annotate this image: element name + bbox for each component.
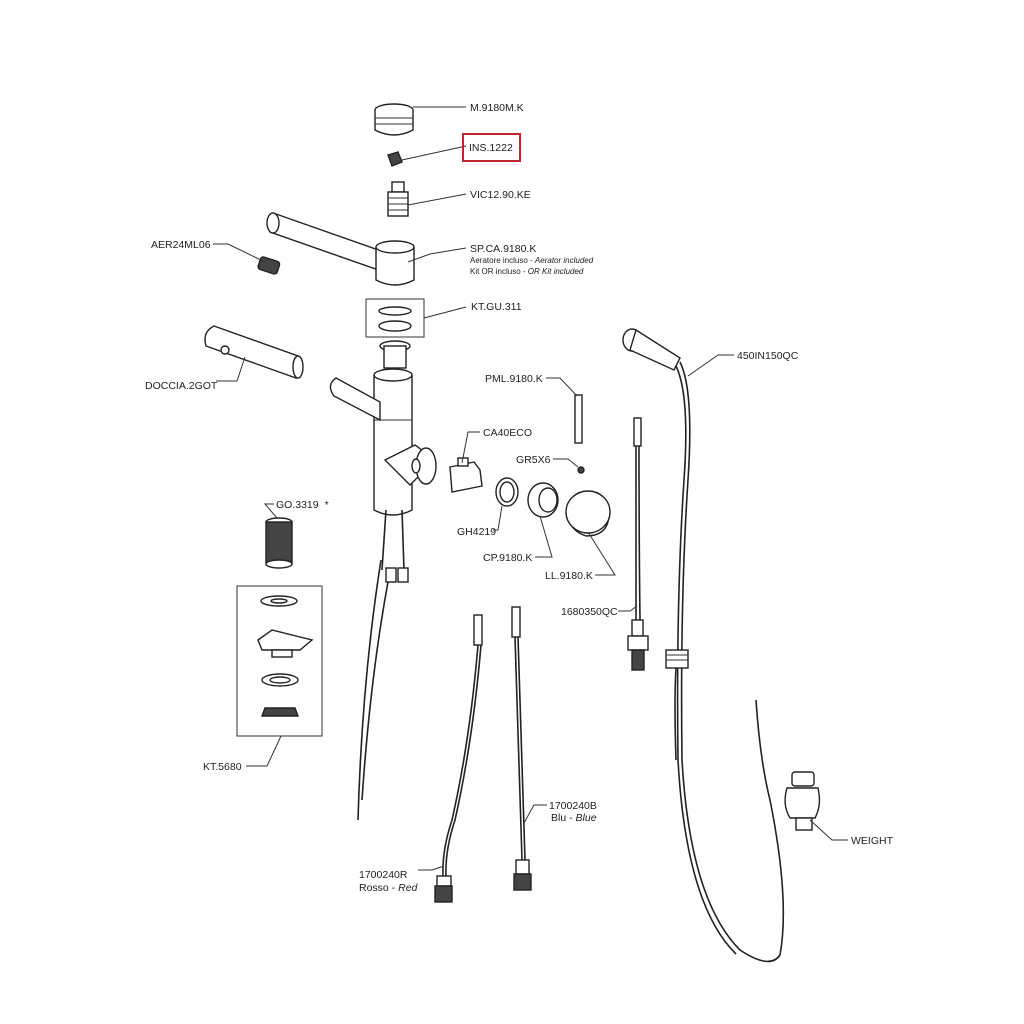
label-1700240b: 1700240B [549,800,597,812]
label-m9180mk: M.9180M.K [470,102,524,114]
part-go3319-drawing [265,517,293,569]
label-1680350qc: 1680350QC [561,606,618,618]
label-aer24ml06: AER24ML06 [151,239,211,251]
label-ktgu311: KT.GU.311 [471,301,522,313]
highlight-box [462,133,521,162]
part-ins1222-drawing [387,151,403,167]
part-ll9180k-drawing [565,490,611,537]
part-doccia2got-drawing [204,325,304,379]
part-pml9180k-drawing [574,394,583,444]
label-1700240r: 1700240R [359,869,408,881]
part-1700240b-drawing [511,606,532,891]
part-450in150qc-drawing [622,328,785,963]
part-kt5680-drawing [257,595,314,717]
part-gr5x6-drawing [577,466,585,474]
part-1700240r-drawing [434,614,483,903]
part-gh4219-drawing [495,477,519,507]
label-1700240b-sub: Blu - Blue [551,812,597,824]
label-spca9180k-note2: Kit OR incluso - OR Kit included [470,267,584,276]
label-spca9180k-note1: Aeratore incluso - Aerator included [470,256,594,265]
part-spca9180k-drawing [266,212,415,286]
label-ll9180k: LL.9180.K [545,570,593,582]
label-go3319: GO.3319* [276,499,329,511]
part-aer24ml06-drawing [257,256,281,275]
part-m9180mk-drawing [374,103,414,136]
label-450in150qc: 450IN150QC [737,350,799,362]
part-ca40eco-drawing [449,457,483,493]
label-gr5x6: GR5X6 [516,454,551,466]
part-1680350qc-drawing [627,417,649,671]
label-gh4219: GH4219 [457,526,496,538]
label-spca9180k: SP.CA.9180.K [470,243,536,255]
label-weight: WEIGHT [851,835,894,847]
part-body-drawing [329,340,437,821]
kit-box-kt5680 [236,585,323,737]
label-ca40eco: CA40ECO [483,427,532,439]
label-pml9180k: PML.9180.K [485,373,543,385]
label-kt5680: KT.5680 [203,761,242,773]
label-1700240r-sub: Rosso - Red [359,882,419,894]
part-cp9180k-drawing [527,482,559,518]
label-cp9180k: CP.9180.K [483,552,532,564]
part-vic1290ke-drawing [387,181,409,217]
part-weight-drawing [784,771,821,831]
label-vic1290ke: VIC12.90.KE [470,189,531,201]
label-ins1222: INS.1222 [469,142,513,154]
label-doccia2got: DOCCIA.2GOT [145,380,218,392]
